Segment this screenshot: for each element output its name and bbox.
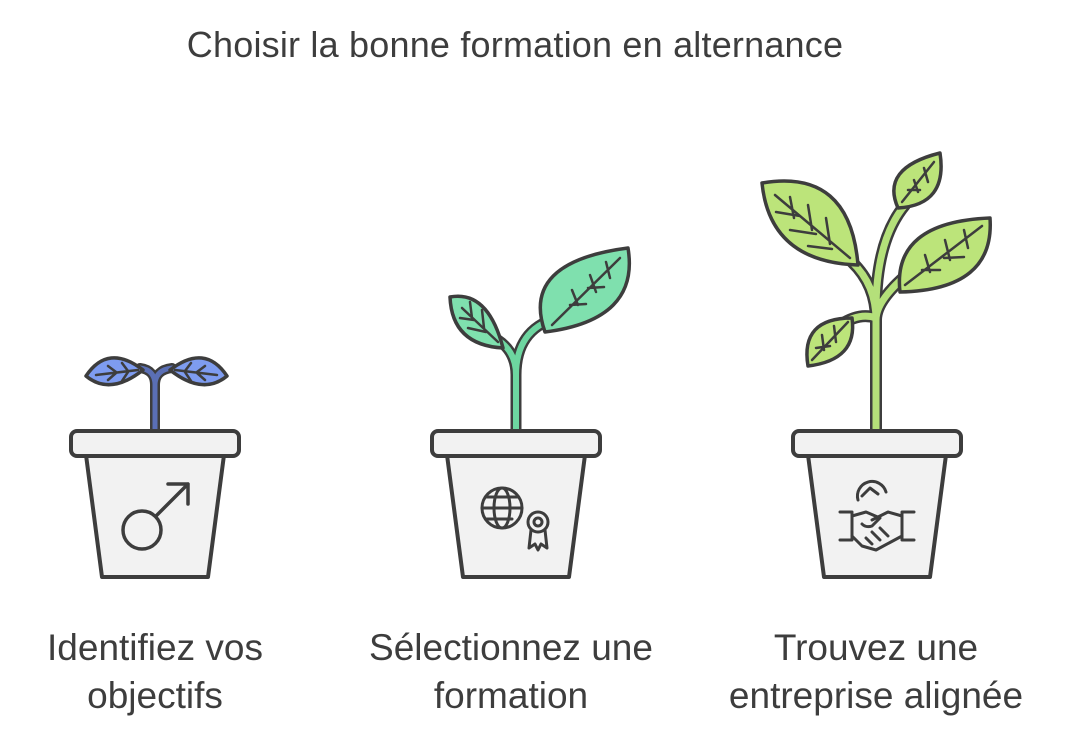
step-1-label: Identifiez vos objectifs — [47, 627, 263, 716]
step-1-plant — [84, 356, 229, 437]
globe-certificate-icon — [480, 486, 550, 552]
step-3-plant — [760, 151, 992, 438]
step-1-pot — [69, 429, 241, 579]
handshake-icon — [838, 479, 916, 552]
step-2-pot — [430, 429, 602, 579]
male-symbol-icon — [121, 482, 190, 551]
page-title: Choisir la bonne formation en alternance — [186, 24, 844, 65]
step-3-pot — [791, 429, 963, 579]
step-2-plant — [448, 246, 631, 438]
step-2-label: Sélectionnez une formation — [369, 627, 653, 716]
step-3-label: Trouvez une entreprise alignée — [728, 627, 1024, 716]
